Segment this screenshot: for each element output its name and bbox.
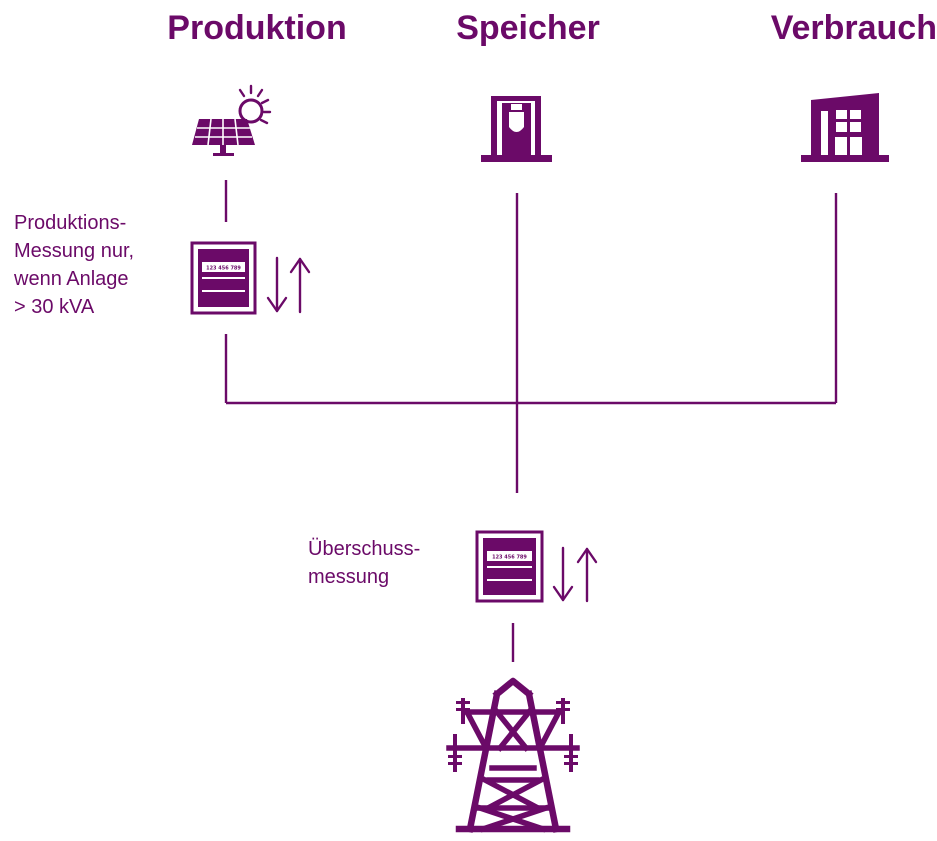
caption-line: Überschuss- <box>308 538 421 560</box>
heading-verbrauch: Verbrauch <box>770 9 937 47</box>
production-meter-caption: Produktions- Messung nur, wenn Anlage > … <box>14 209 134 321</box>
caption-line: Produktions- <box>14 212 127 234</box>
heading-produktion: Produktion <box>167 9 347 47</box>
surplus-meter-caption: Überschuss- messung <box>308 535 420 591</box>
caption-line: messung <box>308 566 390 588</box>
solar-panel-icon <box>192 84 272 156</box>
surplus-meter-readout: 123 456 789 <box>492 555 527 561</box>
caption-line: Messung nur, <box>14 240 135 262</box>
production-meter-readout: 123 456 789 <box>206 266 241 272</box>
surplus-meter-icon: 123 456 789 <box>475 530 544 603</box>
production-meter-arrows-icon <box>266 256 311 314</box>
connection-lines <box>224 180 838 662</box>
heading-speicher: Speicher <box>456 9 600 47</box>
caption-line: wenn Anlage <box>14 268 129 290</box>
caption-line: > 30 kVA <box>14 296 95 318</box>
surplus-meter-arrows-icon <box>552 546 598 603</box>
power-pylon-icon <box>446 677 580 833</box>
production-meter-icon: 123 456 789 <box>190 241 257 315</box>
building-icon <box>801 93 889 162</box>
battery-storage-icon <box>481 96 552 162</box>
